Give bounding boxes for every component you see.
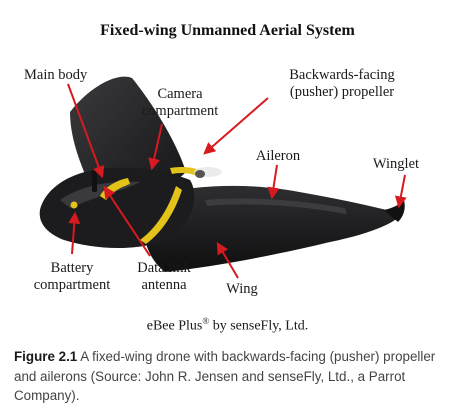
label-winglet: Winglet xyxy=(373,156,419,172)
label-propeller-line2: (pusher) propeller xyxy=(290,84,394,100)
label-battery-line1: Battery xyxy=(51,260,94,276)
label-battery-line2: compartment xyxy=(34,277,111,293)
model-by: by senseFly, Ltd. xyxy=(209,319,308,334)
label-camera-line1: Camera xyxy=(157,86,203,102)
figure-caption: Figure 2.1 A fixed-wing drone with backw… xyxy=(14,347,444,406)
model-name: eBee Plus xyxy=(147,319,203,334)
label-camera-line2: compartment xyxy=(142,103,219,119)
caption-text: A fixed-wing drone with backwards-facing… xyxy=(14,349,435,403)
drone-illustration xyxy=(40,77,405,272)
antenna-mast xyxy=(92,170,97,192)
label-main-body: Main body xyxy=(24,67,88,83)
label-datalink-line1: Data link xyxy=(137,260,191,276)
label-aileron: Aileron xyxy=(256,148,301,164)
label-wing: Wing xyxy=(226,281,258,297)
label-datalink-line2: antenna xyxy=(141,277,187,293)
caption-label: Figure 2.1 xyxy=(14,349,77,364)
label-propeller-line1: Backwards-facing xyxy=(289,67,394,83)
battery-latch xyxy=(71,202,78,209)
model-attribution: eBee Plus® by senseFly, Ltd. xyxy=(0,316,455,335)
propeller-hub xyxy=(195,170,205,178)
